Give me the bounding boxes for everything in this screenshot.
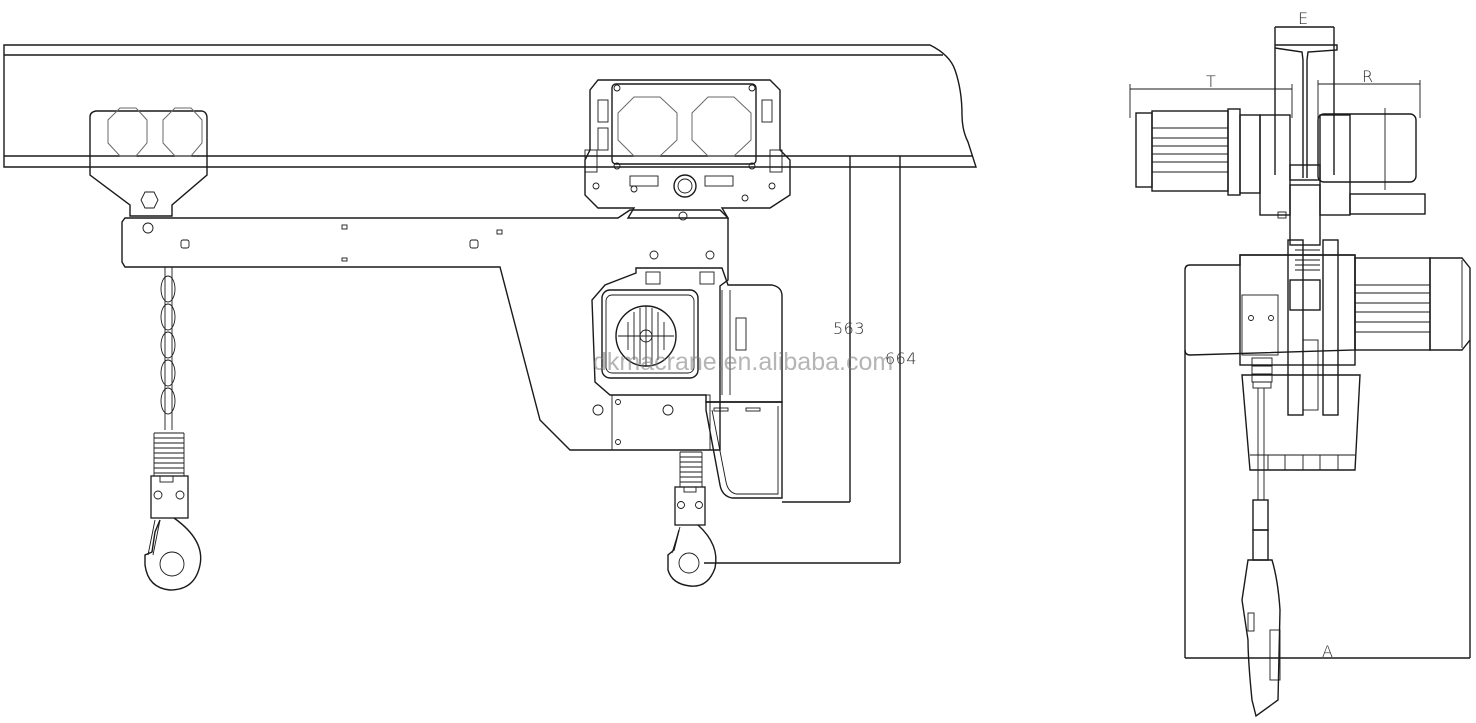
left-trolley bbox=[89, 107, 208, 217]
dimension-label-a: A bbox=[1322, 642, 1334, 661]
dimension-label-563: 563 bbox=[833, 319, 866, 338]
load-chain-left bbox=[160, 267, 176, 430]
dimension-lines-front bbox=[704, 156, 901, 564]
hook-block-left bbox=[144, 432, 202, 591]
i-beam bbox=[3, 44, 977, 168]
side-view bbox=[1129, 26, 1471, 718]
hoist-body-front bbox=[591, 267, 783, 499]
trolley-main bbox=[584, 79, 791, 221]
hook-block-right bbox=[667, 451, 717, 587]
dimension-label-r: R bbox=[1362, 67, 1374, 86]
dimension-label-664: 664 bbox=[885, 349, 918, 368]
extension-arm bbox=[121, 209, 729, 451]
watermark: dkmacrane.en.alibaba.com bbox=[593, 348, 894, 376]
dimension-label-t: T bbox=[1206, 72, 1217, 91]
dimension-label-e: E bbox=[1298, 9, 1309, 28]
